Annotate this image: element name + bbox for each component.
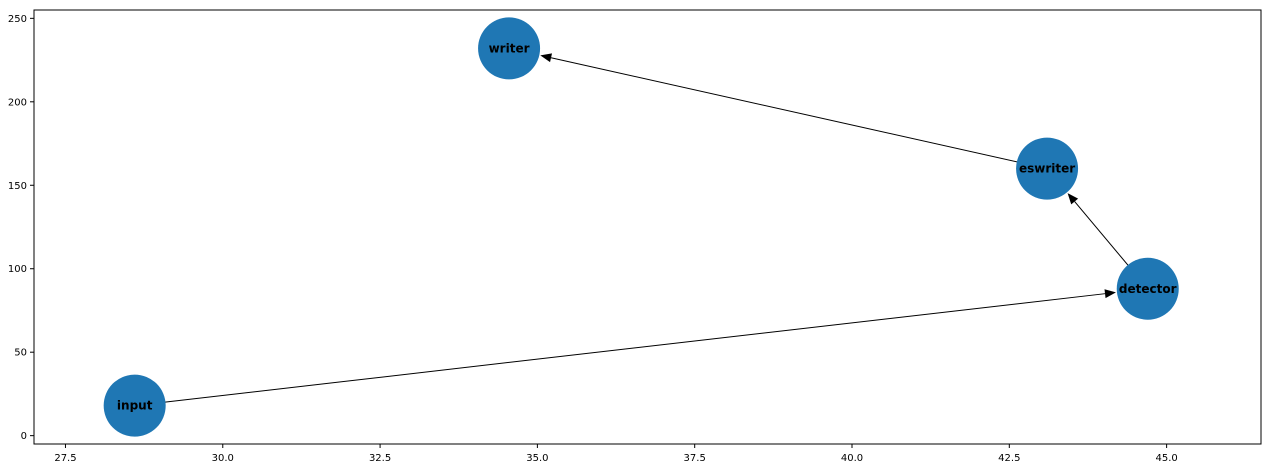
axes-frame <box>33 9 1262 445</box>
nodes-layer: input detector eswriter writer <box>103 17 1179 437</box>
y-tick-label: 150 <box>8 181 27 192</box>
arrowhead-detector <box>1104 289 1116 299</box>
node-label-detector: detector <box>1119 282 1177 296</box>
y-tick-label: 200 <box>8 97 27 108</box>
arrowhead-writer <box>540 53 553 63</box>
node-label-input: input <box>117 399 153 413</box>
node-input <box>103 374 166 437</box>
y-tick-label: 100 <box>8 264 27 275</box>
y-tick-label: 50 <box>14 348 27 359</box>
x-tick-label: 32.5 <box>369 453 391 464</box>
edge-eswriter-to-writer <box>550 57 1048 170</box>
node-writer <box>478 17 541 80</box>
node-label-eswriter: eswriter <box>1019 162 1075 176</box>
arrowhead-eswriter <box>1067 193 1079 205</box>
y-tick-label: 250 <box>8 14 27 25</box>
x-tick-label: 30.0 <box>212 453 234 464</box>
node-eswriter <box>1016 137 1079 200</box>
axes-layer: 27.5 30.0 32.5 35.0 37.5 40.0 42.5 45.0 0 50 100 15… <box>8 9 1262 464</box>
x-tick-label: 45.0 <box>1155 453 1177 464</box>
edge-input-to-detector <box>134 293 1106 407</box>
node-detector <box>1116 257 1179 320</box>
x-tick-label: 42.5 <box>998 453 1020 464</box>
x-tick-label: 27.5 <box>54 453 76 464</box>
node-label-writer: writer <box>489 41 530 55</box>
x-tick-label: 37.5 <box>684 453 706 464</box>
y-tick-label: 0 <box>21 431 27 442</box>
x-tick-label: 35.0 <box>526 453 548 464</box>
x-tick-label: 40.0 <box>841 453 863 464</box>
